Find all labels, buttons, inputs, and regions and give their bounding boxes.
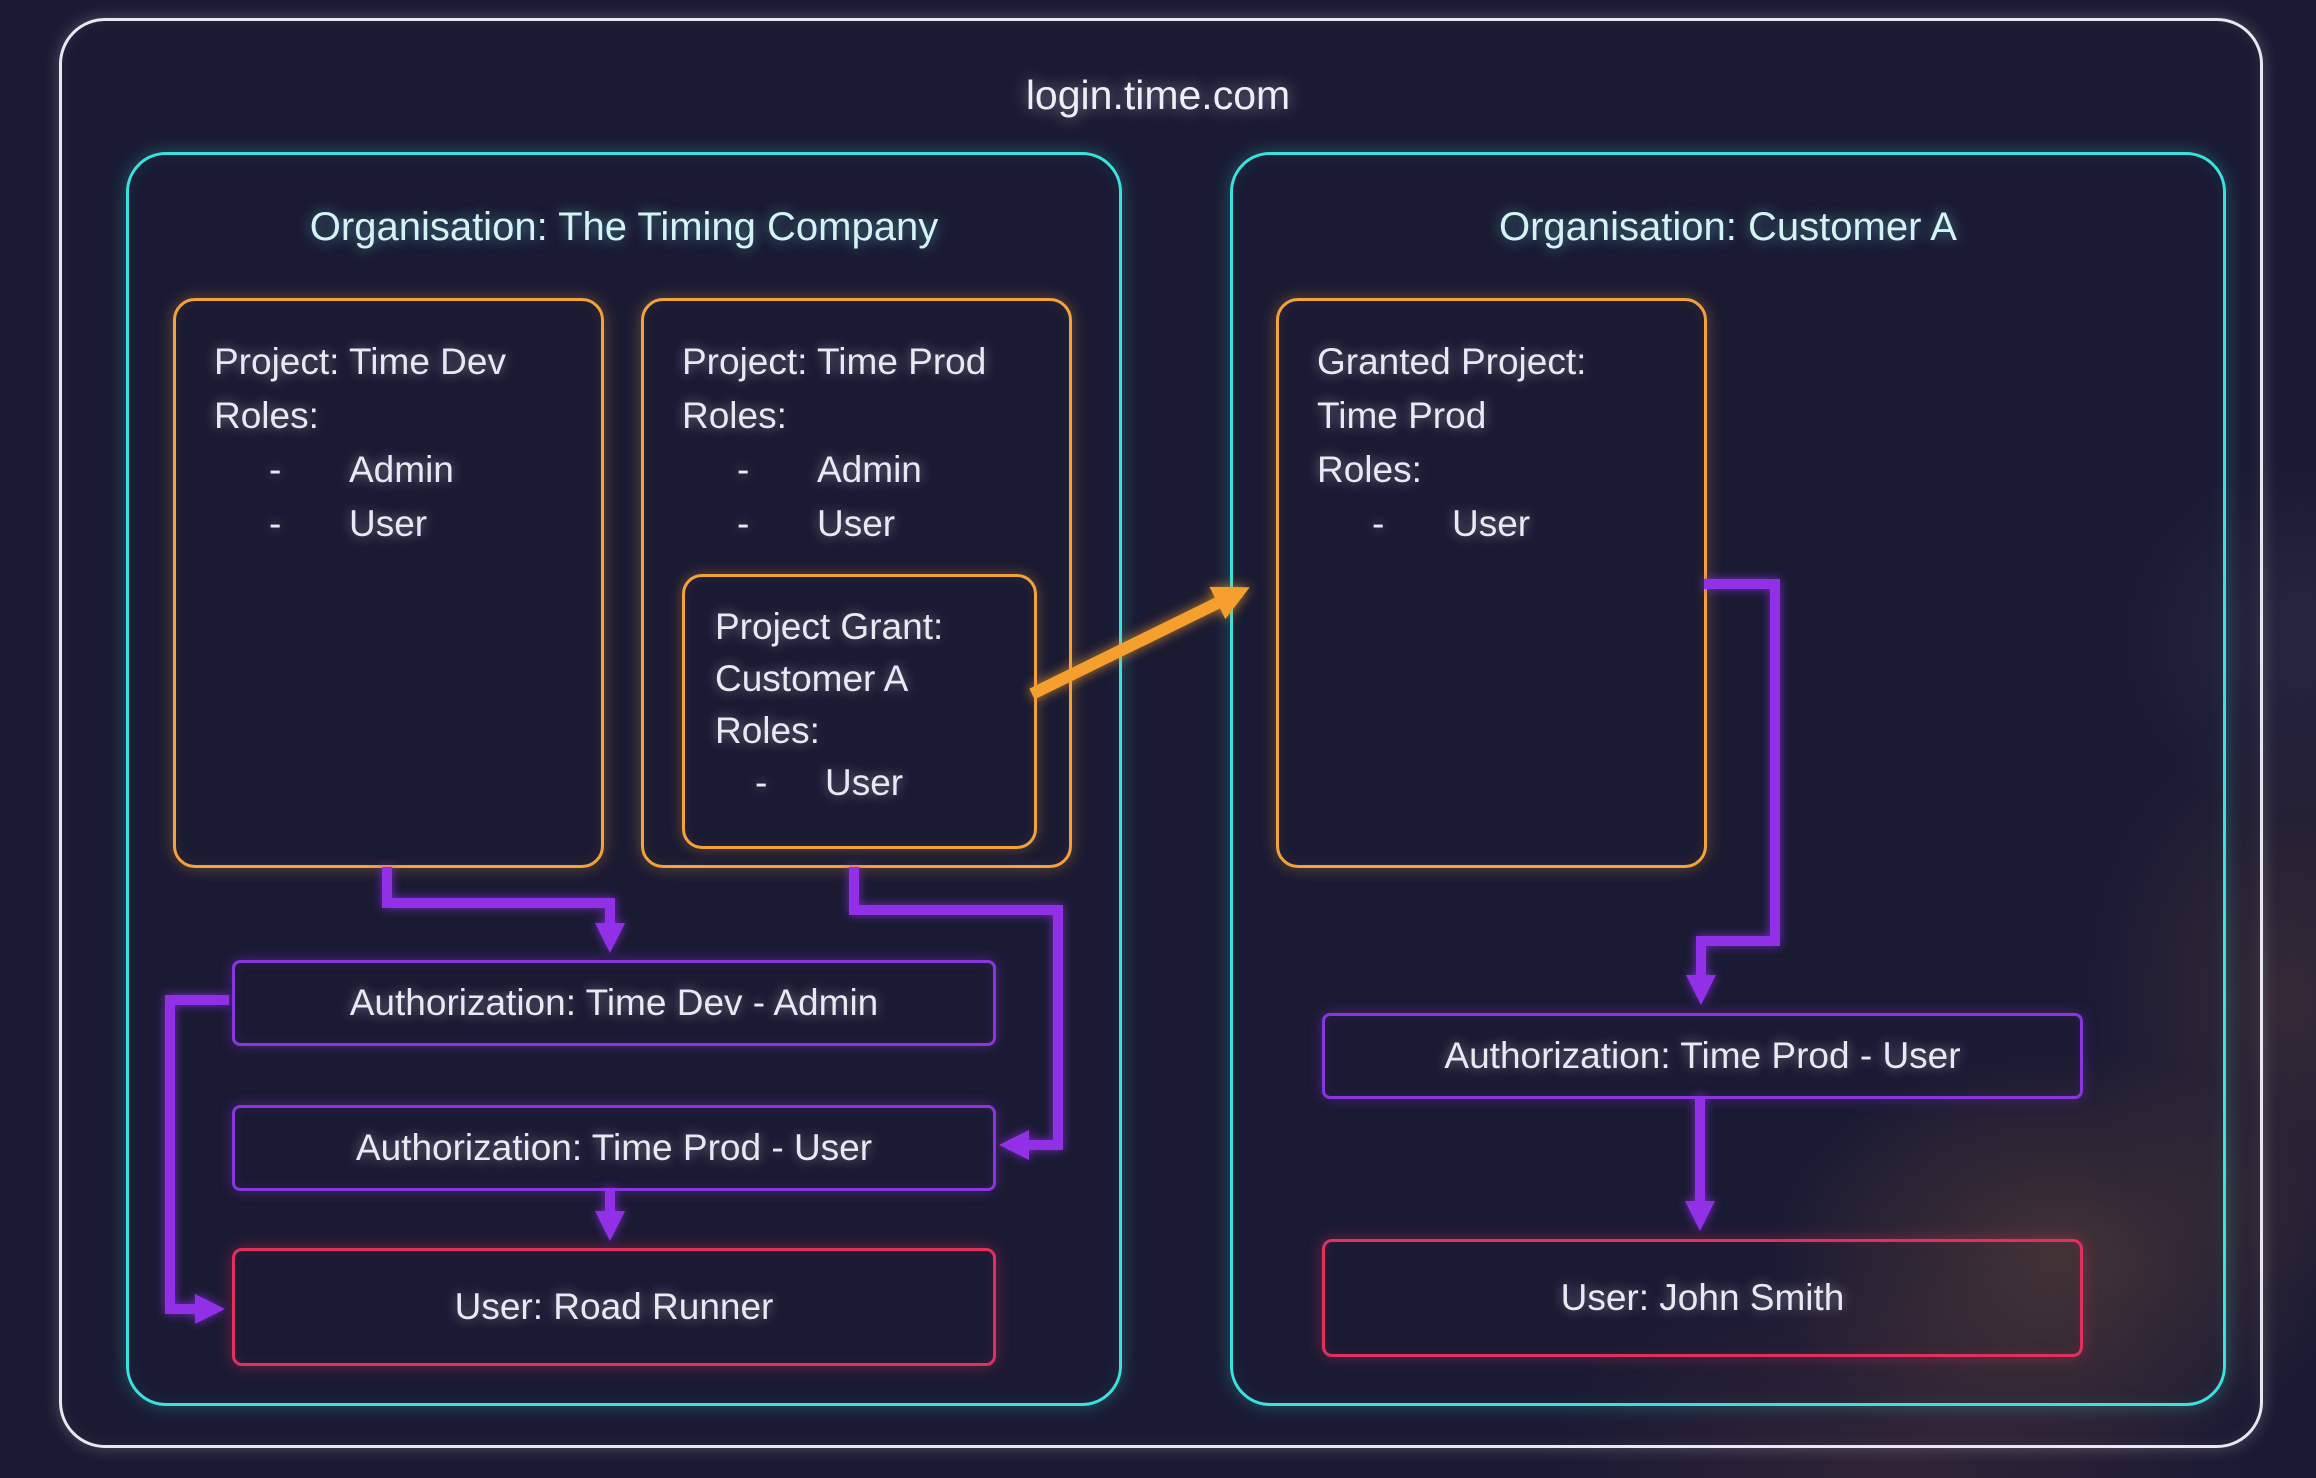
org-title-customer-a: Organisation: Customer A [1499, 205, 1957, 249]
auth-box-time-prod-user-right: Authorization: Time Prod - User [1322, 1013, 2083, 1099]
role-item: Admin [214, 443, 563, 497]
project-box-time-prod: Project: Time Prod Roles: Admin User Pro… [641, 298, 1072, 868]
auth-box-time-prod-user-left: Authorization: Time Prod - User [232, 1105, 996, 1191]
role-item: User [715, 757, 1004, 809]
project-box-time-dev: Project: Time Dev Roles: Admin User [173, 298, 604, 868]
org-title-timing-company: Organisation: The Timing Company [309, 205, 939, 249]
org-box-timing-company: Organisation: The Timing Company Project… [126, 152, 1122, 1406]
auth-box-time-dev-admin: Authorization: Time Dev - Admin [232, 960, 996, 1046]
org-box-customer-a: Organisation: Customer A Granted Project… [1230, 152, 2226, 1406]
project-title: Project: Time Dev [214, 341, 506, 382]
roles-label: Roles: [1317, 449, 1422, 490]
user-box-john-smith: User: John Smith [1322, 1239, 2083, 1357]
role-item: User [682, 497, 1031, 551]
login-domain-frame [59, 18, 2263, 1448]
role-item: Admin [682, 443, 1031, 497]
granted-title-line1: Granted Project: [1317, 341, 1587, 382]
project-grant-box-customer-a: Project Grant: Customer A Roles: User [682, 574, 1037, 849]
roles-label: Roles: [214, 395, 319, 436]
project-title: Project: Time Prod [682, 341, 987, 382]
grant-title-line2: Customer A [715, 658, 909, 699]
user-box-road-runner: User: Road Runner [232, 1248, 996, 1366]
grant-title-line1: Project Grant: [715, 606, 944, 647]
roles-label: Roles: [715, 710, 820, 751]
role-item: User [1317, 497, 1666, 551]
site-domain-label: login.time.com [1025, 72, 1291, 118]
granted-project-box-time-prod: Granted Project: Time Prod Roles: User [1276, 298, 1707, 868]
roles-label: Roles: [682, 395, 787, 436]
granted-title-line2: Time Prod [1317, 395, 1487, 436]
role-item: User [214, 497, 563, 551]
